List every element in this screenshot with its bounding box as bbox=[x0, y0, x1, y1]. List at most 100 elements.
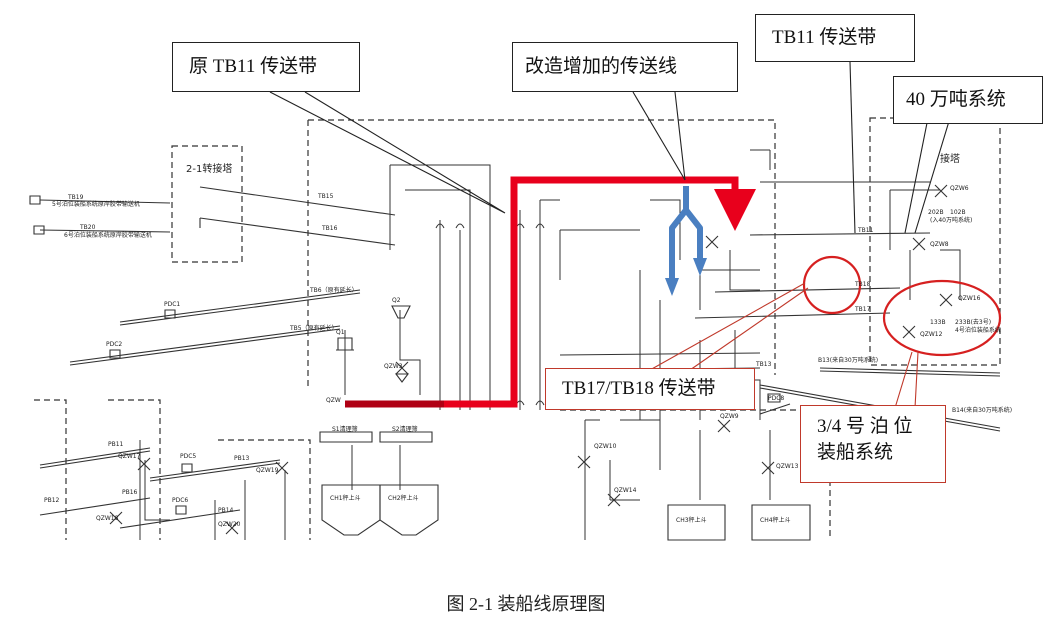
conveyor-b13 bbox=[819, 367, 1001, 374]
callout-berth-34-line1: 3/4 号 泊 位 bbox=[817, 416, 913, 437]
drive-tb19 bbox=[29, 195, 41, 205]
blue-arrowhead-right bbox=[693, 258, 707, 276]
callout-leaders bbox=[269, 61, 951, 409]
chute-m bbox=[750, 149, 771, 170]
txt-tb19-desc: 5号泊位装船系统原岸胶带输送机 bbox=[52, 200, 140, 208]
txt-qzw16: QZW16 bbox=[958, 295, 981, 302]
hopper-ch1 bbox=[321, 484, 381, 536]
frame-bottom-mid bbox=[218, 439, 311, 540]
blue-arrowhead-left bbox=[665, 278, 679, 296]
txt-pb12: PB12 bbox=[44, 497, 60, 504]
txt-233b: 233B(去3号) bbox=[955, 318, 991, 326]
txt-tb6: TB6（原有延长） bbox=[309, 286, 358, 294]
leader-added-line bbox=[632, 91, 686, 181]
diverter-qzw12 bbox=[902, 325, 916, 339]
callout-tb17-tb18: TB17/TB18 传送带 bbox=[545, 368, 755, 410]
txt-pb13: PB13 bbox=[234, 455, 250, 462]
drive-pdc1 bbox=[164, 309, 176, 319]
txt-s1: S1清理筛 bbox=[332, 425, 358, 433]
diverter-qzw13 bbox=[761, 461, 775, 475]
chute-q2 bbox=[399, 310, 421, 395]
chute-h bbox=[650, 199, 681, 260]
txt-qzw9: QZW9 bbox=[720, 413, 739, 420]
chute-a bbox=[389, 164, 491, 410]
txt-tb15: TB15 bbox=[317, 193, 334, 200]
feeder-q2 bbox=[391, 305, 411, 319]
chute-40-c bbox=[940, 249, 961, 300]
blue-branch-right bbox=[683, 208, 703, 262]
txt-q2: Q2 bbox=[392, 297, 401, 304]
callout-40-system: 40 万吨系统 bbox=[893, 76, 1043, 124]
conveyor-tb18 bbox=[714, 287, 901, 293]
frame-tower-21 bbox=[171, 145, 243, 263]
txt-ch3: CH3秤上斗 bbox=[676, 516, 707, 524]
callout-orig-tb11-text: 原 TB11 传送带 bbox=[189, 56, 318, 77]
chute-s bbox=[620, 419, 661, 470]
drive-pdc6 bbox=[175, 505, 187, 515]
conveyor-tb6 bbox=[119, 289, 361, 323]
leader-tb17-tb18 bbox=[649, 282, 809, 371]
callout-added-line-text: 改造增加的传送线 bbox=[525, 56, 678, 77]
txt-pb16: PB16 bbox=[122, 489, 138, 496]
conveyor-pb11 bbox=[39, 447, 151, 466]
conveyor-pb13-b bbox=[149, 462, 281, 482]
chute-q bbox=[584, 419, 600, 540]
txt-qzw13: QZW13 bbox=[776, 463, 799, 470]
conveyor-tb6-b bbox=[119, 292, 361, 326]
red-path-added-line bbox=[345, 176, 756, 408]
txt-tb16: TB16 bbox=[321, 225, 338, 232]
txt-tb18-small: TB18 bbox=[854, 281, 871, 288]
frame-main bbox=[308, 119, 776, 375]
diverter-qzw10 bbox=[577, 455, 591, 469]
conveyor-pb11-b bbox=[39, 450, 151, 469]
txt-pdc8: PDC8 bbox=[768, 395, 784, 402]
txt-tb20: TB20 bbox=[79, 224, 96, 231]
txt-tb19: TB19 bbox=[67, 194, 84, 201]
junction-row-top bbox=[435, 223, 545, 229]
txt-qzw: QZW bbox=[326, 397, 341, 404]
diverter-qzw20 bbox=[225, 521, 239, 535]
txt-pb14: PB14 bbox=[218, 507, 234, 514]
drive-pdc8 bbox=[767, 393, 781, 403]
txt-202b: 202B bbox=[928, 209, 944, 216]
txt-tb5: TB5（原有延长） bbox=[289, 324, 338, 332]
txt-ch1: CH1秤上斗 bbox=[330, 494, 361, 502]
highlight-ellipse-berth-34 bbox=[882, 279, 1002, 357]
red-added-path bbox=[345, 176, 756, 408]
highlight-circle-tb17-tb18 bbox=[802, 255, 862, 315]
diverter-qzw17 bbox=[137, 457, 151, 471]
txt-ch2: CH2秤上斗 bbox=[388, 494, 419, 502]
leader-orig-tb11 bbox=[269, 91, 506, 214]
callout-orig-tb11: 原 TB11 传送带 bbox=[172, 42, 360, 92]
callout-40-system-text: 40 万吨系统 bbox=[906, 89, 1006, 110]
callout-tb11-text: TB11 传送带 bbox=[772, 27, 877, 48]
txt-pdc5: PDC5 bbox=[180, 453, 196, 460]
chute-pb-b bbox=[144, 460, 170, 521]
hopper-ch2 bbox=[379, 484, 439, 536]
chutes bbox=[139, 149, 961, 540]
txt-q1: Q1 bbox=[336, 329, 345, 336]
txt-qzw3: QZW3 bbox=[384, 363, 403, 370]
txt-133b: 133B bbox=[930, 319, 946, 326]
txt-102b: 102B bbox=[950, 209, 966, 216]
txt-pdc2: PDC2 bbox=[106, 341, 122, 348]
txt-qzw20: QZW20 bbox=[218, 521, 241, 528]
txt-into-40: (入40万吨系统) bbox=[930, 216, 972, 224]
blue-arrowheads bbox=[665, 258, 707, 296]
diverter-qzw6 bbox=[934, 184, 948, 198]
diverter-tb11 bbox=[705, 235, 719, 249]
conveyor-tb19 bbox=[39, 199, 171, 204]
drive-pdc5 bbox=[181, 463, 193, 473]
hopper-ch3 bbox=[667, 504, 726, 541]
txt-qzw8: QZW8 bbox=[930, 241, 949, 248]
callout-tb11: TB11 传送带 bbox=[755, 14, 915, 62]
txt-tb13-small: TB13 bbox=[755, 361, 772, 368]
txt-b14: B14(来自30万吨系统) bbox=[952, 406, 1012, 414]
chute-g bbox=[559, 229, 640, 280]
txt-pdc1: PDC1 bbox=[164, 301, 180, 308]
txt-qzw18: QZW18 bbox=[96, 515, 119, 522]
drive-tb20 bbox=[33, 225, 45, 235]
blue-branches bbox=[669, 186, 703, 282]
txt-qzw12: QZW12 bbox=[920, 331, 943, 338]
chute-e bbox=[539, 199, 560, 410]
